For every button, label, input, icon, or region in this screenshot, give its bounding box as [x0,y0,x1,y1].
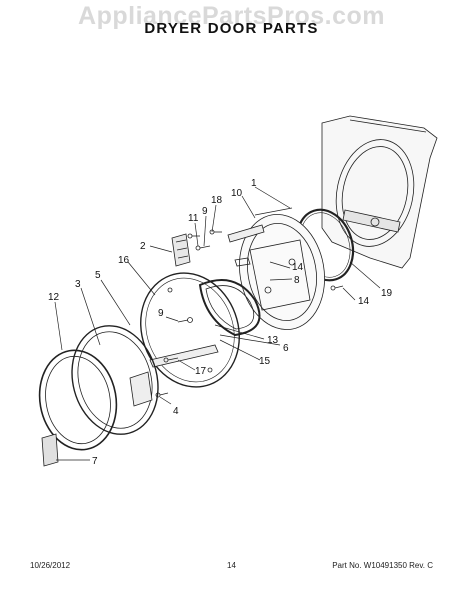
page-title: DRYER DOOR PARTS [144,20,319,37]
callout-15: 15 [259,356,271,367]
leader-lines [54,186,381,461]
callout-17: 17 [195,366,207,377]
callout-10: 10 [231,188,243,199]
callout-7: 7 [92,456,98,467]
callout-16: 16 [118,255,130,266]
callout-9a: 9 [158,308,164,319]
door-hinge [171,233,191,267]
callout-8: 8 [294,275,300,286]
inner-door-panel [227,214,325,330]
callout-5: 5 [95,270,101,281]
footer-date: 10/26/2012 [30,561,71,570]
callout-11: 11 [188,213,199,224]
callout-3: 3 [75,279,81,290]
footer-page-number: 14 [227,561,236,570]
callout-13: 13 [267,335,279,346]
glass-screw [177,317,193,323]
callout-18: 18 [211,195,223,206]
door-screws [155,285,344,398]
callout-2: 2 [140,241,146,252]
callout-labels: 1 2 3 4 5 6 7 8 9 9 10 11 12 13 14 14 15… [48,178,393,467]
watermark: AppliancePartsPros.com [78,2,385,30]
callout-12: 12 [48,292,60,303]
cabinet-front-panel [321,115,438,269]
callout-6: 6 [283,343,289,354]
outer-door-window [38,349,118,451]
footer-part-number: Part No. W10491350 Rev. C [332,561,433,570]
door-window-glass [198,279,261,337]
callout-1: 1 [251,178,257,189]
door-handle [41,433,59,467]
callout-9b: 9 [202,206,208,217]
outer-door-ring [71,325,159,435]
callout-19: 19 [381,288,393,299]
callout-14a: 14 [292,262,304,273]
door-wire-rod [254,207,293,216]
callout-14b: 14 [358,296,370,307]
callout-4: 4 [173,406,179,417]
